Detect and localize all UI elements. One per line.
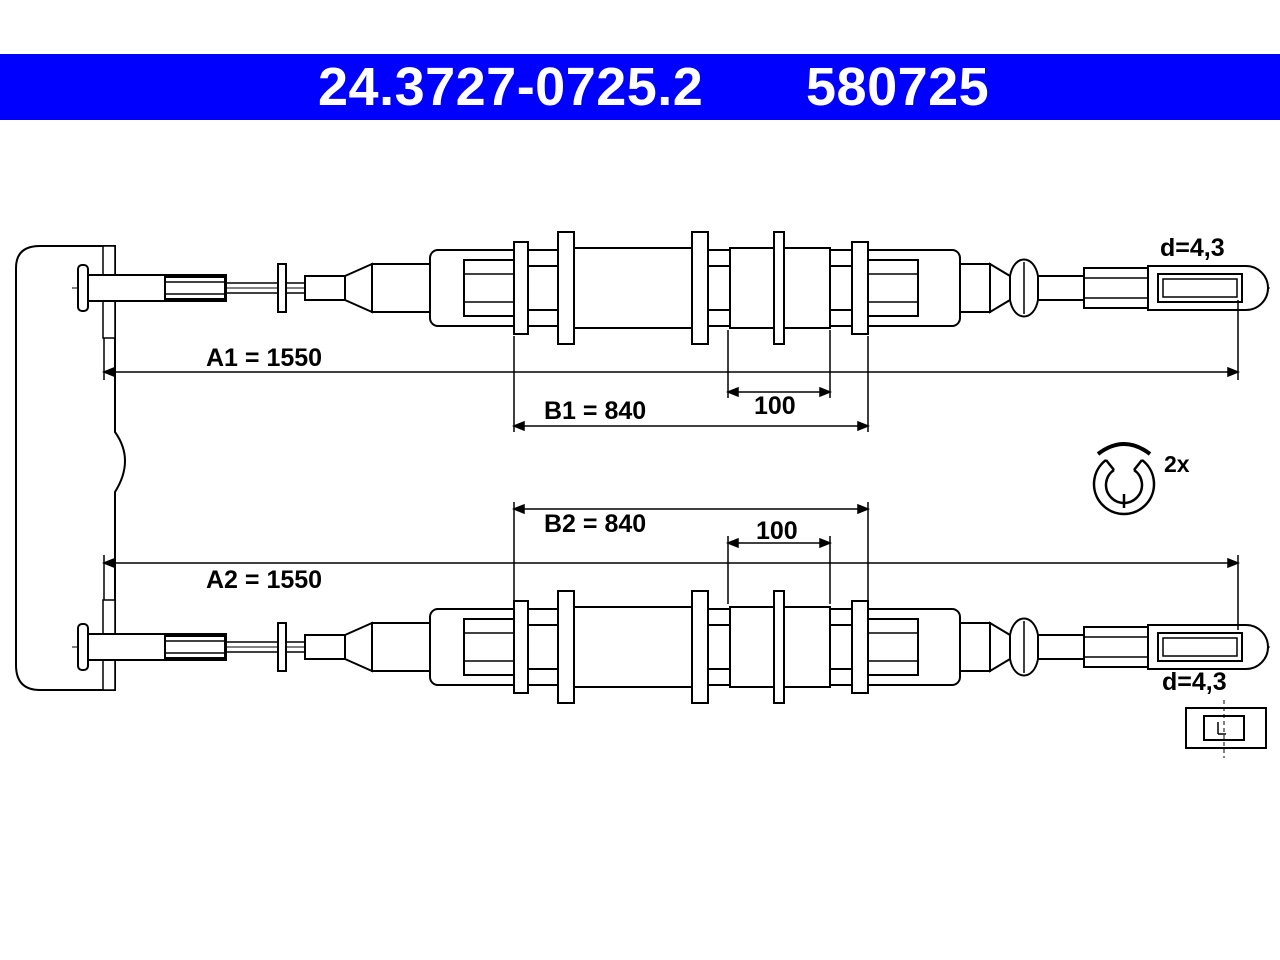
retaining-clip-icon <box>1092 442 1156 516</box>
dimension-b2-label: B2 = 840 <box>544 510 646 538</box>
dimension-a2-label: A2 = 1550 <box>206 566 322 594</box>
dimension-a1-label: A1 = 1550 <box>206 344 322 372</box>
title-banner: 24.3727-0725.2 580725 <box>0 54 1280 120</box>
upper-eye-diameter: d=4,3 <box>1160 234 1225 262</box>
part-number: 24.3727-0725.2 <box>318 57 704 117</box>
dimension-upper-gap-label: 100 <box>754 392 796 420</box>
dimension-b2 <box>511 502 871 600</box>
reference-number: 580725 <box>806 57 990 117</box>
eye-section-detail <box>1185 700 1267 758</box>
upper-cable <box>71 231 1271 345</box>
lower-cable <box>71 590 1271 704</box>
dimension-upper-gap <box>725 330 833 398</box>
dimension-b1-label: B1 = 840 <box>544 397 646 425</box>
dimension-a1 <box>101 300 1241 380</box>
dimension-lower-gap <box>725 536 833 604</box>
lower-eye-diameter: d=4,3 <box>1162 668 1227 696</box>
dimension-b1 <box>511 336 871 432</box>
dimension-lower-gap-label: 100 <box>756 517 798 545</box>
left-bracket <box>15 245 126 691</box>
clip-quantity: 2x <box>1164 451 1190 477</box>
dimension-a2 <box>101 555 1241 630</box>
